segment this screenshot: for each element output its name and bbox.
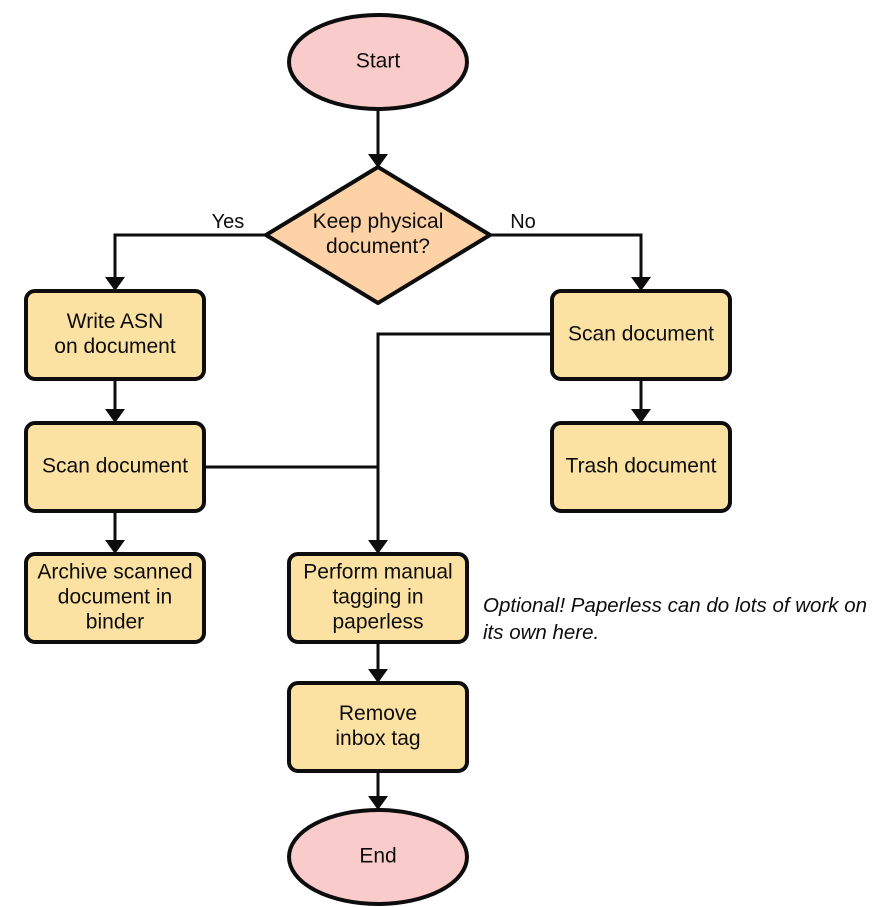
edge-arrowhead — [105, 540, 125, 554]
node-start[interactable]: Start — [287, 13, 469, 111]
edge-label-decision-yes-to-write-asn: Yes — [212, 211, 245, 233]
process-shape — [287, 681, 469, 773]
edge-scan-right-to-trash — [631, 379, 651, 423]
edge-write-asn-to-scan-left — [105, 379, 125, 423]
terminator-shape — [287, 13, 469, 111]
terminator-shape — [287, 808, 469, 906]
decision-shape — [264, 165, 492, 305]
node-label-line: End — [359, 845, 396, 868]
node-label-line: Scan document — [42, 455, 188, 478]
node-label-line: Archive scanned — [37, 561, 192, 584]
edge-arrowhead — [631, 409, 651, 423]
edge-scan-left-to-archive — [105, 511, 125, 554]
node-scan-document-left[interactable]: Scan document — [24, 421, 206, 513]
edge-remove-inbox-tag-to-end — [368, 771, 388, 810]
edge-line — [376, 332, 552, 546]
annotation-line: its own here. — [483, 621, 599, 644]
node-label-line: Perform manual — [303, 561, 452, 584]
node-label-line: document? — [326, 235, 430, 258]
node-label-line: document in — [58, 586, 172, 609]
edge-line — [113, 233, 266, 283]
annotations-layer: Optional! Paperless can do lots of work … — [483, 594, 867, 644]
edge-decision-yes-to-write-asn: Yes — [105, 211, 266, 291]
node-label-line: Write ASN — [67, 310, 163, 333]
edge-arrowhead — [368, 540, 388, 554]
node-end[interactable]: End — [287, 808, 469, 906]
node-label-line: inbox tag — [335, 727, 420, 750]
node-label-line: Remove — [339, 702, 417, 725]
node-trash-document[interactable]: Trash document — [550, 421, 732, 513]
process-shape — [24, 421, 206, 513]
edge-arrowhead — [368, 669, 388, 683]
process-shape — [24, 289, 206, 381]
process-shape — [24, 552, 206, 644]
edge-start-to-decision — [368, 110, 388, 168]
node-scan-document-right[interactable]: Scan document — [550, 289, 732, 381]
edge-manual-tagging-to-remove-inbox-tag — [368, 642, 388, 683]
process-shape — [287, 552, 469, 644]
edge-scan-right-to-manual-tagging — [368, 332, 552, 554]
node-label-line: on document — [54, 335, 176, 358]
edge-label-decision-no-to-scan-right: No — [510, 211, 536, 233]
node-label-line: paperless — [332, 611, 423, 634]
node-label-line: Trash document — [566, 455, 717, 478]
node-label-line: Start — [356, 50, 401, 73]
node-label-line: tagging in — [332, 586, 423, 609]
edge-decision-no-to-scan-right: No — [490, 211, 651, 291]
process-shape — [550, 289, 732, 381]
edge-arrowhead — [368, 154, 388, 168]
edge-line — [490, 233, 643, 283]
process-shape — [550, 421, 732, 513]
annotation-line: Optional! Paperless can do lots of work … — [483, 594, 867, 617]
edge-arrowhead — [105, 409, 125, 423]
edge-arrowhead — [368, 796, 388, 810]
edge-arrowhead — [105, 277, 125, 291]
edge-arrowhead — [631, 277, 651, 291]
node-label-line: Keep physical — [313, 210, 444, 233]
node-label-line: Scan document — [568, 323, 714, 346]
node-label-line: binder — [86, 611, 144, 634]
edges-layer: Yes No — [105, 110, 651, 810]
annotation-optional-note: Optional! Paperless can do lots of work … — [483, 594, 867, 644]
